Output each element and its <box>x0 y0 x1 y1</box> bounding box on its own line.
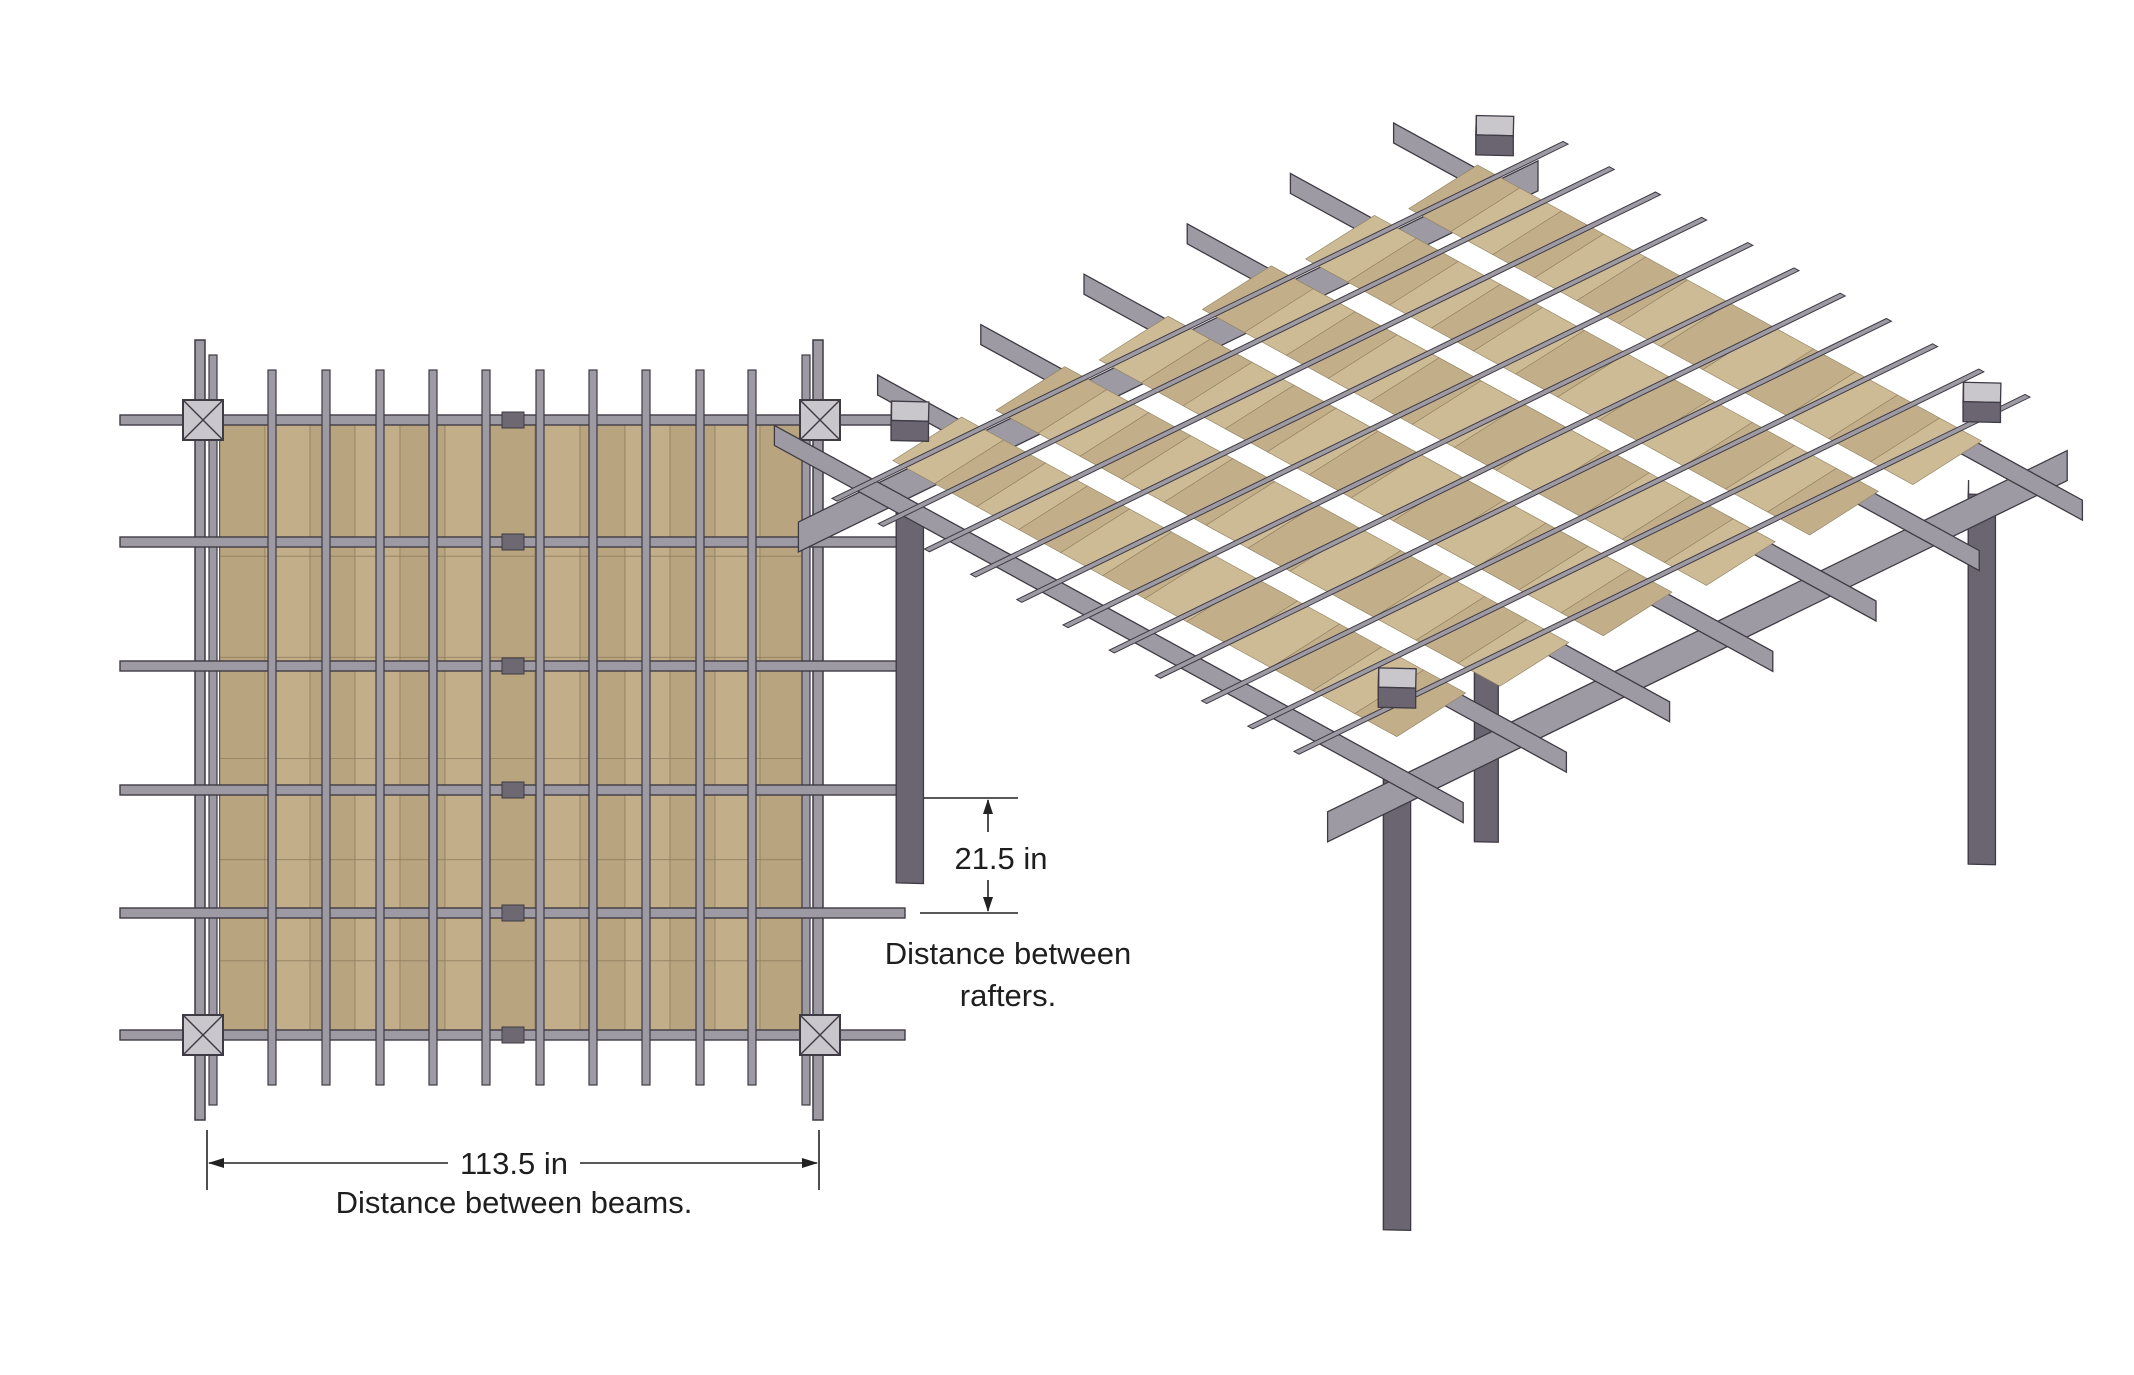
purlin <box>481 369 491 1086</box>
rafter-bracket <box>501 781 525 799</box>
purlin <box>695 369 705 1086</box>
canopy-panel <box>759 424 806 1033</box>
iso-cap-side <box>1962 400 2002 424</box>
beam-spacing-caption: Distance between beams. <box>336 1185 693 1220</box>
iso-purlin <box>969 216 1708 578</box>
iso-purlin <box>1015 242 1754 603</box>
iso-rafter <box>773 424 1464 824</box>
isometric-view <box>773 114 2084 1232</box>
purlin <box>588 369 598 1086</box>
rafter-spacing-caption-line2: rafters. <box>960 978 1056 1013</box>
arrow-left-icon <box>208 1158 224 1168</box>
rafter-bracket <box>501 904 525 922</box>
canopy-panel <box>579 424 626 1033</box>
post-cap <box>799 399 841 441</box>
iso-post-cap <box>1377 667 1417 709</box>
iso-post-cap <box>1475 114 1515 157</box>
post-cap-diagonal <box>799 399 841 441</box>
iso-purlin <box>1154 317 1893 679</box>
iso-cap-side <box>890 419 930 442</box>
post-cap <box>182 1014 224 1056</box>
iso-post-side <box>1382 779 1412 1232</box>
purlin <box>375 369 385 1086</box>
arrow-up-icon <box>983 799 993 814</box>
iso-purlin <box>830 140 1570 502</box>
iso-cap-top <box>1377 667 1417 689</box>
post-cap <box>182 399 224 441</box>
rafter-bracket <box>501 533 525 551</box>
canopy-panel <box>669 424 716 1033</box>
iso-purlin <box>923 191 1662 553</box>
iso-cap-top <box>1475 114 1515 137</box>
iso-post-side <box>895 512 925 885</box>
post-cap-diagonal <box>182 1014 224 1056</box>
purlin <box>747 369 757 1086</box>
iso-purlin <box>1200 343 1939 705</box>
arrow-right-icon <box>802 1158 818 1168</box>
rafter-bracket <box>501 1026 525 1044</box>
canopy-panel <box>219 424 266 1033</box>
dimension-annotations: 21.5 in Distance between rafters. 113.5 … <box>206 797 1131 1220</box>
arrow-down-icon <box>983 897 993 912</box>
iso-cap-side <box>1377 686 1417 709</box>
iso-purlin <box>1292 393 2032 755</box>
iso-post <box>895 498 925 885</box>
purlin <box>535 369 545 1086</box>
iso-post-cap <box>890 400 930 442</box>
iso-beam <box>1326 449 2068 843</box>
iso-cap-top <box>1962 381 2002 404</box>
iso-purlin <box>877 166 1616 528</box>
rafter-spacing-caption-line1: Distance between <box>885 936 1131 971</box>
purlin <box>267 369 277 1086</box>
rafter-spacing-value: 21.5 in <box>954 841 1047 876</box>
canopy-panel <box>309 424 356 1033</box>
iso-purlin <box>1246 368 1985 730</box>
inner-beam <box>801 354 811 1106</box>
iso-post <box>1967 480 1997 866</box>
iso-post <box>1382 765 1412 1232</box>
purlin <box>641 369 651 1086</box>
post-cap-diagonal <box>182 399 224 441</box>
iso-post-cap <box>1962 381 2002 424</box>
iso-purlin <box>1108 292 1847 654</box>
inner-beam <box>208 354 218 1106</box>
plan-view <box>119 339 906 1121</box>
purlin <box>321 369 331 1086</box>
canopy-panel <box>399 424 446 1033</box>
beam-spacing-value: 113.5 in <box>460 1146 568 1181</box>
iso-beam-face <box>1326 449 2068 843</box>
iso-cap-side <box>1475 134 1514 157</box>
canopy-panel <box>489 424 536 1033</box>
main-beam <box>194 339 206 1121</box>
rafter-bracket <box>501 657 525 675</box>
post-cap <box>799 1014 841 1056</box>
post-cap-diagonal <box>799 1014 841 1056</box>
purlin <box>428 369 438 1086</box>
iso-cap-top <box>890 400 930 422</box>
rafter-bracket <box>501 411 525 429</box>
iso-purlin <box>1061 267 1801 629</box>
main-beam <box>812 339 824 1121</box>
